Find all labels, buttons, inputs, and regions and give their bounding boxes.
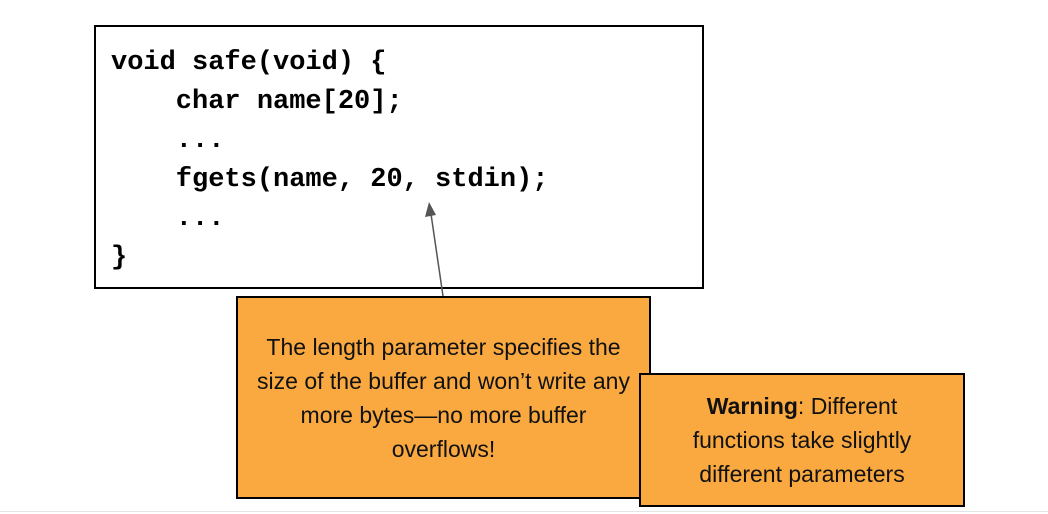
code-line: ... [111,126,225,156]
code-line: void safe(void) { [111,48,387,78]
length-parameter-text: The length parameter specifies the size … [257,333,630,462]
code-line: char name[20]; [111,87,403,117]
code-block: void safe(void) { char name[20]; ... fge… [111,44,548,278]
length-parameter-callout: The length parameter specifies the size … [236,296,651,499]
warning-body: : Different functions take slightly diff… [692,393,912,487]
bottom-divider [0,511,1048,512]
code-line: } [111,243,128,273]
code-line: fgets(name, 20, stdin); [111,165,549,195]
code-line: ... [111,204,225,234]
code-box: void safe(void) { char name[20]; ... fge… [94,25,704,289]
warning-label: Warning [706,393,798,419]
warning-callout: Warning: Different functions take slight… [639,373,965,507]
warning-text: Warning: Different functions take slight… [659,389,945,491]
